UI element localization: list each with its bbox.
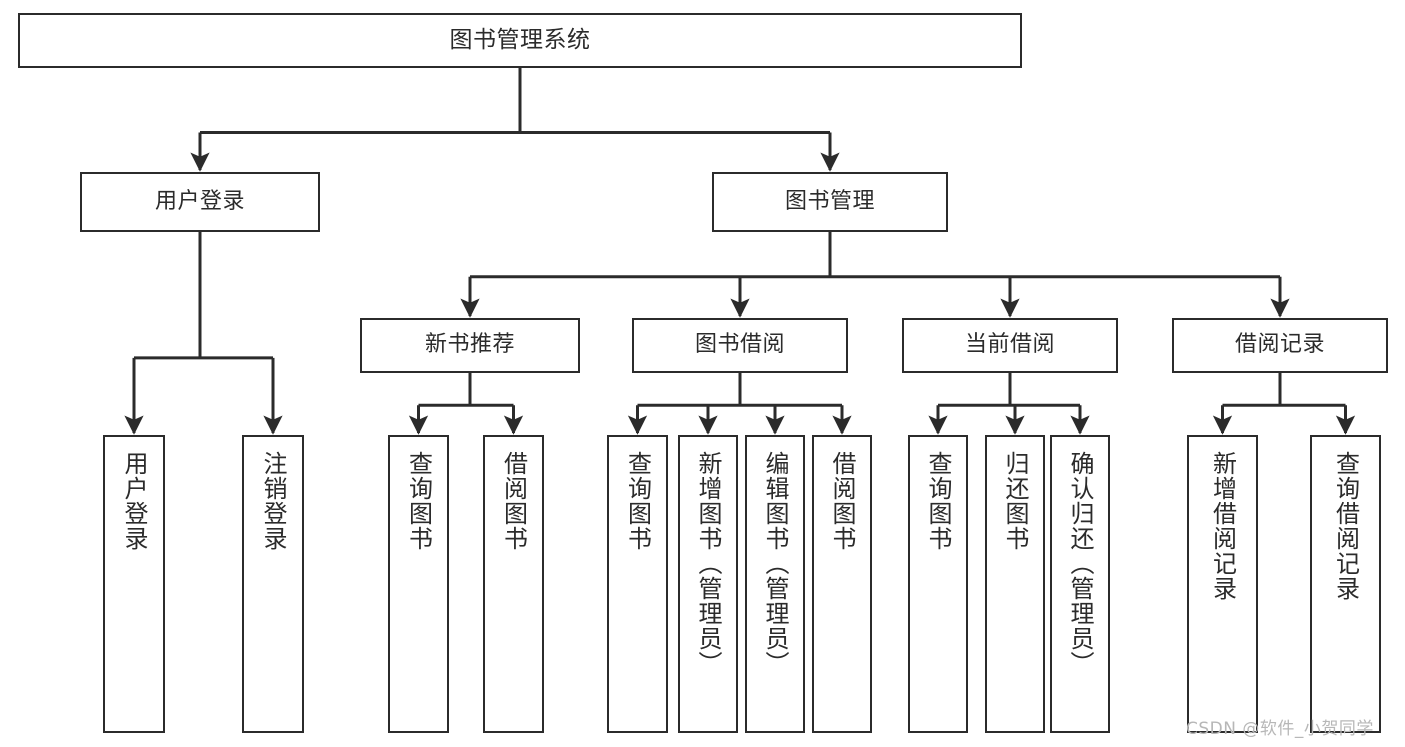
- node-label: 新书推荐: [424, 332, 515, 358]
- node-label: 图书借阅: [694, 332, 785, 358]
- node-l6[interactable]: 新增图书（管理员）: [678, 435, 738, 733]
- node-label: 新增图书（管理员）: [694, 451, 722, 676]
- node-l4[interactable]: 借阅图书: [483, 435, 544, 733]
- node-l2[interactable]: 注销登录: [242, 435, 304, 733]
- node-label: 用户登录: [154, 188, 245, 214]
- node-label: 借阅记录: [1234, 332, 1325, 358]
- node-label: 归还图书: [1001, 451, 1029, 551]
- node-l10[interactable]: 归还图书: [985, 435, 1045, 733]
- node-login[interactable]: 用户登录: [80, 172, 320, 232]
- node-label: 查询图书: [404, 451, 433, 551]
- node-label: 编辑图书（管理员）: [761, 451, 789, 676]
- node-label: 图书管理: [784, 188, 875, 214]
- node-label: 图书管理系统: [449, 26, 591, 53]
- watermark: CSDN @软件_小贺同学: [1186, 719, 1374, 739]
- node-label: 借阅图书: [828, 451, 856, 551]
- node-label: 确认归还（管理员）: [1066, 451, 1094, 676]
- node-label: 注销登录: [259, 451, 287, 551]
- node-l1[interactable]: 用户登录: [103, 435, 165, 733]
- node-l3[interactable]: 查询图书: [388, 435, 449, 733]
- node-label: 查询借阅记录: [1331, 451, 1360, 601]
- node-bookmgmt[interactable]: 图书管理: [712, 172, 948, 232]
- node-label: 新增借阅记录: [1208, 451, 1237, 601]
- node-l7[interactable]: 编辑图书（管理员）: [745, 435, 805, 733]
- node-label: 用户登录: [120, 451, 148, 551]
- node-l8[interactable]: 借阅图书: [812, 435, 872, 733]
- node-l5[interactable]: 查询图书: [607, 435, 668, 733]
- node-label: 查询图书: [623, 451, 652, 551]
- node-borrow[interactable]: 图书借阅: [632, 318, 848, 373]
- node-l9[interactable]: 查询图书: [908, 435, 968, 733]
- node-record[interactable]: 借阅记录: [1172, 318, 1388, 373]
- node-current[interactable]: 当前借阅: [902, 318, 1118, 373]
- node-root[interactable]: 图书管理系统: [18, 13, 1022, 68]
- node-label: 借阅图书: [499, 451, 528, 551]
- node-l13[interactable]: 查询借阅记录: [1310, 435, 1381, 733]
- node-label: 查询图书: [924, 451, 952, 551]
- node-l11[interactable]: 确认归还（管理员）: [1050, 435, 1110, 733]
- node-l12[interactable]: 新增借阅记录: [1187, 435, 1258, 733]
- node-label: 当前借阅: [964, 332, 1055, 358]
- node-newbook[interactable]: 新书推荐: [360, 318, 580, 373]
